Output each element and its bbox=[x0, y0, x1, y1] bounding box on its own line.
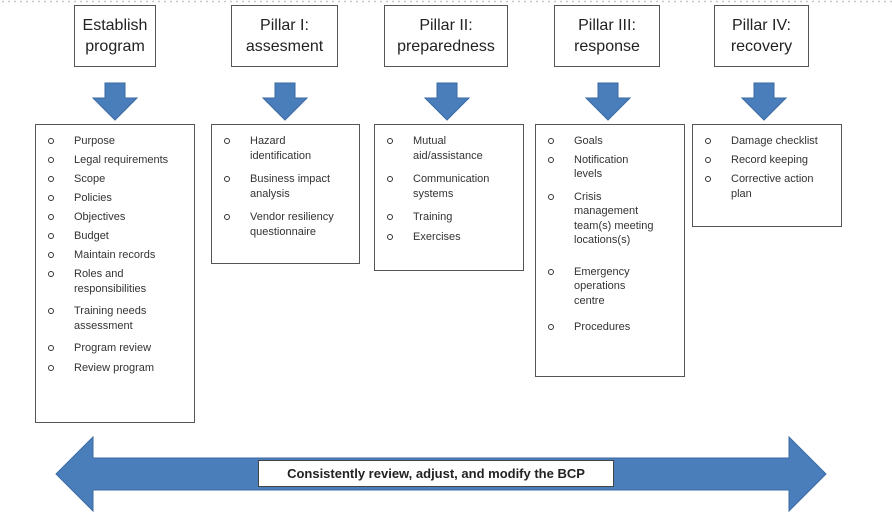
list-item: Exercises bbox=[381, 230, 517, 245]
list-establish-program: Purpose Legal requirements Scope Policie… bbox=[35, 124, 195, 423]
list-item: Goals bbox=[542, 134, 678, 149]
bullet-icon bbox=[548, 138, 554, 144]
bullet-icon bbox=[48, 271, 54, 277]
list-pillar-2-preparedness: Mutual aid/assistance Communication syst… bbox=[374, 124, 524, 271]
list-item: Policies bbox=[42, 191, 188, 206]
bullet-icon bbox=[48, 233, 54, 239]
bullet-icon bbox=[48, 308, 54, 314]
bullet-icon bbox=[705, 176, 711, 182]
bullet-icon bbox=[48, 252, 54, 258]
list-item: Corrective action plan bbox=[699, 172, 835, 201]
list-item: Record keeping bbox=[699, 153, 835, 168]
list-item: Emergency operations centre bbox=[542, 265, 678, 309]
header-pillar-1-assessment: Pillar I: assesment bbox=[231, 5, 338, 67]
list-pillar-4-recovery: Damage checklist Record keeping Correcti… bbox=[692, 124, 842, 227]
header-pillar-3-response: Pillar III: response bbox=[554, 5, 660, 67]
bullet-icon bbox=[224, 214, 230, 220]
bullet-icon bbox=[387, 176, 393, 182]
list-pillar-3-response: Goals Notification levels Crisis managem… bbox=[535, 124, 685, 377]
list-item: Damage checklist bbox=[699, 134, 835, 149]
list-item: Training bbox=[381, 210, 517, 225]
list-item: Vendor resiliency questionnaire bbox=[218, 210, 353, 239]
bullet-icon bbox=[48, 157, 54, 163]
list-item: Program review bbox=[42, 341, 188, 356]
bullet-icon bbox=[48, 176, 54, 182]
bullet-icon bbox=[548, 193, 554, 200]
list-item: Crisis management team(s) meeting locati… bbox=[542, 190, 678, 248]
bullet-icon bbox=[387, 214, 393, 220]
down-arrow-icon bbox=[740, 82, 788, 121]
bullet-icon bbox=[224, 138, 230, 144]
top-dotted-border bbox=[0, 0, 892, 3]
bullet-icon bbox=[387, 233, 393, 240]
header-pillar-4-recovery: Pillar IV: recovery bbox=[714, 5, 809, 67]
list-item: Hazard identification bbox=[218, 134, 353, 163]
list-item: Legal requirements bbox=[42, 153, 188, 168]
down-arrow-icon bbox=[584, 82, 632, 121]
bcp-cycle-label: Consistently review, adjust, and modify … bbox=[258, 460, 614, 487]
bullet-icon bbox=[705, 138, 711, 144]
list-item: Notification levels bbox=[542, 153, 678, 182]
bullet-icon bbox=[548, 324, 554, 330]
list-item: Purpose bbox=[42, 134, 188, 149]
bullet-icon bbox=[705, 157, 711, 163]
down-arrow-icon bbox=[423, 82, 471, 121]
bullet-icon bbox=[548, 156, 554, 163]
bullet-icon bbox=[48, 345, 54, 351]
bullet-icon bbox=[387, 138, 393, 144]
down-arrow-icon bbox=[91, 82, 139, 121]
list-item: Roles and responsibilities bbox=[42, 267, 188, 296]
list-item: Maintain records bbox=[42, 248, 188, 263]
list-item: Procedures bbox=[542, 320, 678, 335]
bullet-icon bbox=[48, 364, 54, 371]
list-item: Business impact analysis bbox=[218, 172, 353, 201]
list-item: Scope bbox=[42, 172, 188, 187]
list-item: Training needs assessment bbox=[42, 304, 188, 333]
bullet-icon bbox=[48, 195, 54, 201]
list-item: Mutual aid/assistance bbox=[381, 134, 517, 163]
bullet-icon bbox=[224, 176, 230, 182]
list-item: Budget bbox=[42, 229, 188, 244]
bullet-icon bbox=[48, 138, 54, 144]
list-item: Communication systems bbox=[381, 172, 517, 201]
list-pillar-1-assessment: Hazard identification Business impact an… bbox=[211, 124, 360, 264]
bullet-icon bbox=[48, 214, 54, 220]
header-pillar-2-preparedness: Pillar II: preparedness bbox=[384, 5, 508, 67]
down-arrow-icon bbox=[261, 82, 309, 121]
list-item: Objectives bbox=[42, 210, 188, 225]
header-establish-program: Establish program bbox=[74, 5, 156, 67]
list-item: Review program bbox=[42, 361, 188, 376]
bullet-icon bbox=[548, 268, 554, 275]
